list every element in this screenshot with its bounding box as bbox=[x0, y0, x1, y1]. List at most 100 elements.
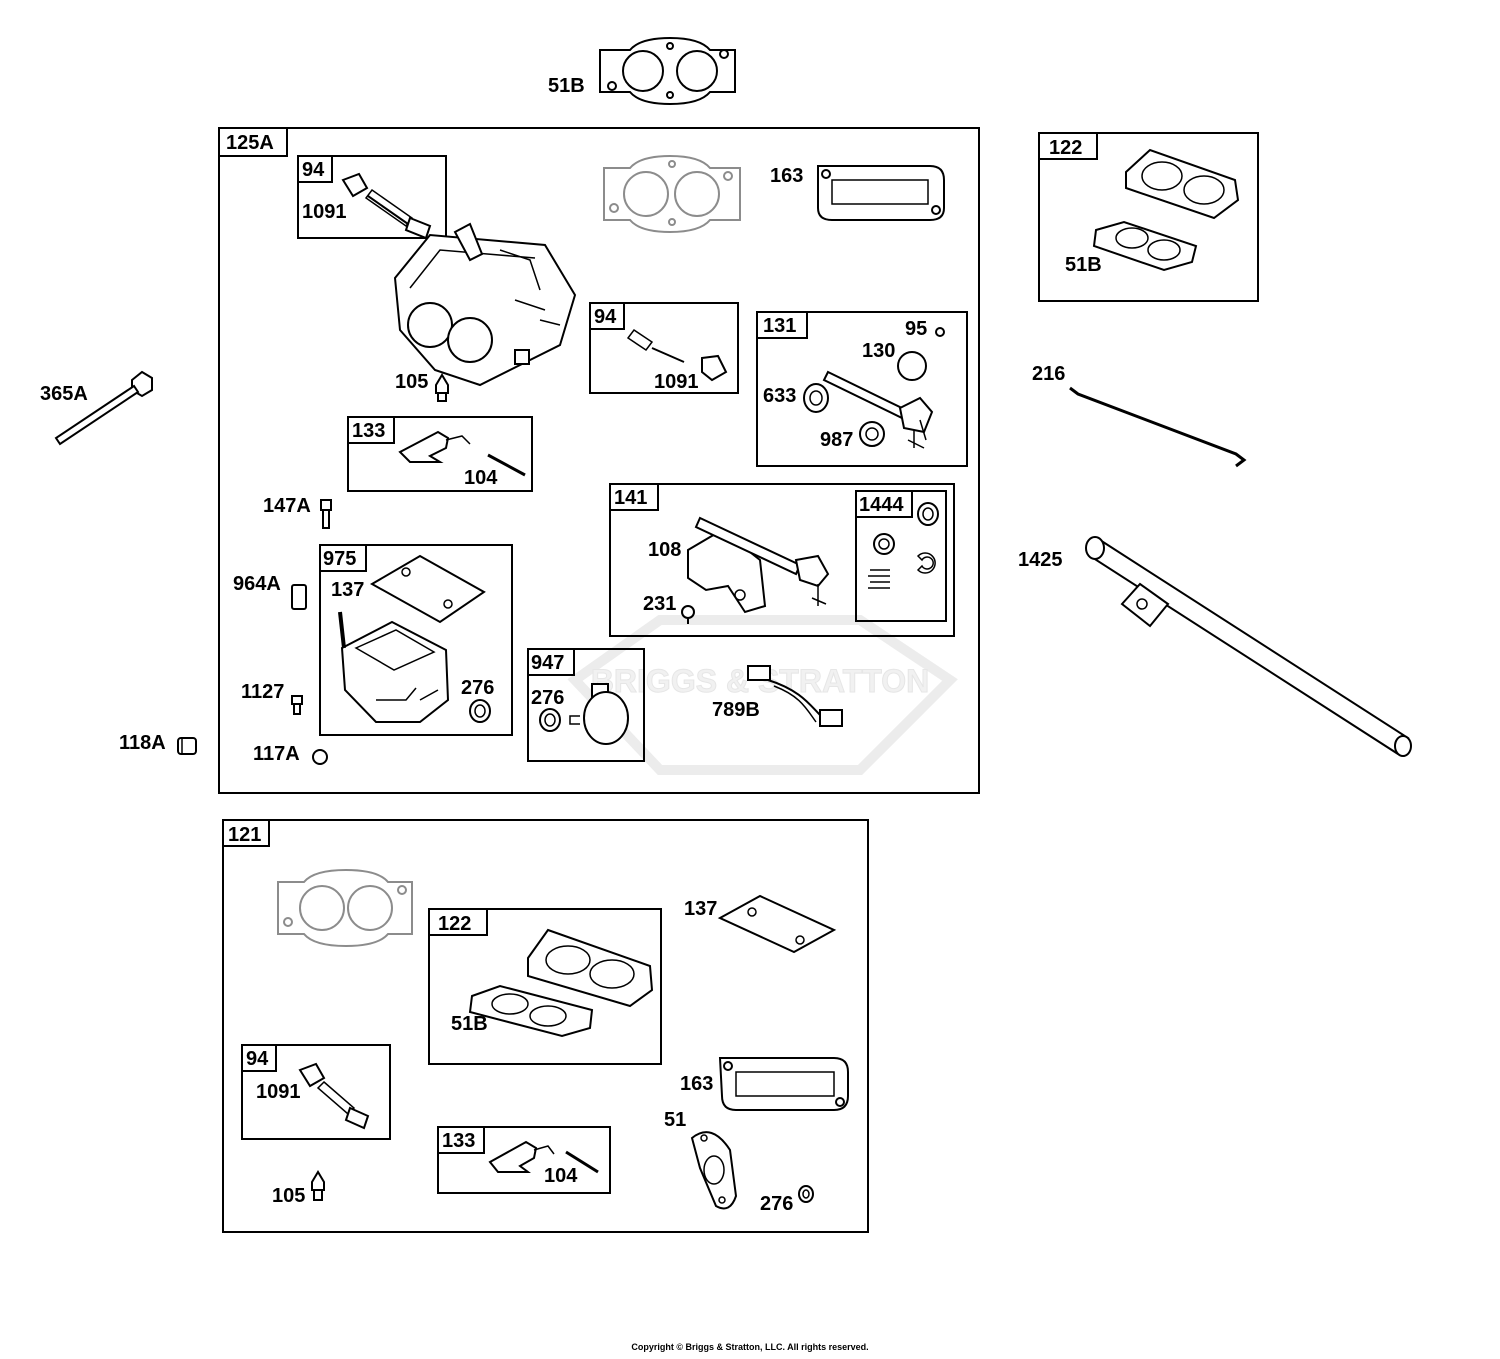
label-51b-top: 51B bbox=[548, 75, 585, 97]
group-131-tab bbox=[756, 311, 808, 339]
label-633: 633 bbox=[763, 385, 796, 407]
throttle-shaft-131[interactable] bbox=[822, 370, 934, 449]
gasket-faint-125a bbox=[603, 154, 741, 234]
group-1444-tab bbox=[855, 490, 913, 518]
label-1091-b: 1091 bbox=[654, 371, 699, 393]
group-133a-tab bbox=[347, 416, 395, 444]
gasket-137-a[interactable] bbox=[369, 554, 486, 624]
label-108: 108 bbox=[648, 539, 681, 561]
jet-147a[interactable] bbox=[320, 499, 332, 529]
throttle-plate-130[interactable] bbox=[897, 351, 927, 381]
fitting-118a[interactable] bbox=[177, 737, 197, 755]
mixture-screw-94b[interactable] bbox=[626, 328, 728, 382]
carburetor-body[interactable] bbox=[393, 222, 577, 387]
group-94c-frame bbox=[241, 1044, 391, 1140]
label-276-c: 276 bbox=[760, 1193, 793, 1215]
group-133a-label: 133 bbox=[352, 420, 385, 442]
group-94a-label: 94 bbox=[302, 159, 325, 181]
gasket-51b-122a[interactable] bbox=[1092, 220, 1198, 272]
gasket-163-a[interactable] bbox=[817, 165, 945, 221]
seal-633[interactable] bbox=[803, 383, 829, 413]
mixture-screw-94a[interactable] bbox=[341, 172, 432, 240]
gasket-163-b[interactable] bbox=[718, 1057, 849, 1111]
label-216: 216 bbox=[1032, 363, 1065, 385]
label-95: 95 bbox=[905, 318, 927, 340]
label-276-a: 276 bbox=[461, 677, 494, 699]
gasket-51[interactable] bbox=[690, 1131, 738, 1210]
screw-95[interactable] bbox=[935, 327, 945, 337]
group-122a-tab bbox=[1038, 132, 1098, 160]
label-1127: 1127 bbox=[241, 681, 284, 703]
gasket-276-a[interactable] bbox=[469, 699, 491, 723]
label-117a: 117A bbox=[253, 743, 300, 765]
float-133b[interactable] bbox=[488, 1140, 555, 1173]
group-94a-frame bbox=[297, 155, 447, 239]
group-947-label: 947 bbox=[531, 652, 564, 674]
group-141-frame bbox=[609, 483, 955, 637]
label-365a: 365A bbox=[40, 383, 88, 405]
group-125a-frame bbox=[218, 127, 980, 794]
label-51b-122b: 51B bbox=[451, 1013, 488, 1035]
screw-1127[interactable] bbox=[291, 695, 303, 715]
group-94b-label: 94 bbox=[594, 306, 617, 328]
gasket-137-b[interactable] bbox=[717, 894, 837, 954]
label-104-b: 104 bbox=[544, 1165, 578, 1187]
label-51b-122a: 51B bbox=[1065, 254, 1102, 276]
float-bowl-975[interactable] bbox=[338, 611, 450, 723]
gasket-51b-top[interactable] bbox=[599, 36, 736, 106]
plug-964a[interactable] bbox=[291, 584, 307, 610]
wire-harness-789b[interactable] bbox=[747, 665, 843, 727]
tube-1425[interactable] bbox=[1085, 536, 1412, 757]
label-130: 130 bbox=[862, 340, 895, 362]
pin-104-b[interactable] bbox=[565, 1150, 599, 1174]
gasket-276-c[interactable] bbox=[798, 1185, 814, 1203]
watermark-logo: BRIGGS & STRATTON bbox=[567, 615, 958, 775]
group-94b-tab bbox=[589, 302, 625, 330]
mixture-screw-94c[interactable] bbox=[298, 1062, 370, 1130]
group-122b-tab bbox=[428, 908, 488, 936]
adapter-122a[interactable] bbox=[1125, 148, 1240, 220]
link-216[interactable] bbox=[1069, 386, 1247, 468]
group-122b-frame bbox=[428, 908, 662, 1065]
copyright-notice: Copyright © Briggs & Stratton, LLC. All … bbox=[631, 1342, 869, 1352]
label-163-a: 163 bbox=[770, 165, 803, 187]
needle-105-a[interactable] bbox=[435, 373, 449, 402]
label-147a: 147A bbox=[263, 495, 311, 517]
label-276-b: 276 bbox=[531, 687, 564, 709]
choke-shaft-108[interactable] bbox=[694, 516, 830, 606]
group-133b-tab bbox=[437, 1126, 485, 1154]
group-122b-label: 122 bbox=[438, 913, 471, 935]
gasket-51b-122b[interactable] bbox=[468, 984, 594, 1038]
label-118a: 118A bbox=[119, 732, 166, 754]
bolt-365a[interactable] bbox=[54, 370, 153, 446]
group-121-label: 121 bbox=[228, 824, 261, 846]
label-105-a: 105 bbox=[395, 371, 428, 393]
group-133b-frame bbox=[437, 1126, 611, 1194]
solenoid-947[interactable] bbox=[569, 683, 629, 745]
group-94a-tab bbox=[297, 155, 333, 183]
float-133a[interactable] bbox=[398, 430, 471, 463]
group-94b-frame bbox=[589, 302, 739, 394]
needle-105-b[interactable] bbox=[311, 1170, 325, 1201]
label-104-a: 104 bbox=[464, 467, 498, 489]
jet-117a[interactable] bbox=[312, 749, 328, 765]
group-975-tab bbox=[319, 544, 367, 572]
label-105-b: 105 bbox=[272, 1185, 305, 1207]
group-975-label: 975 bbox=[323, 548, 356, 570]
label-987: 987 bbox=[820, 429, 853, 451]
label-1091-c: 1091 bbox=[256, 1081, 301, 1103]
group-122a-frame bbox=[1038, 132, 1259, 302]
label-964a: 964A bbox=[233, 573, 281, 595]
group-94c-label: 94 bbox=[246, 1048, 269, 1070]
seal-987[interactable] bbox=[859, 421, 885, 447]
group-133a-frame bbox=[347, 416, 533, 492]
pin-104-a[interactable] bbox=[487, 453, 526, 477]
adapter-122b[interactable] bbox=[527, 928, 654, 1008]
group-121-frame bbox=[222, 819, 869, 1233]
group-947-frame bbox=[527, 648, 645, 762]
label-163-b: 163 bbox=[680, 1073, 713, 1095]
label-51: 51 bbox=[664, 1109, 686, 1131]
washer-276-b[interactable] bbox=[539, 708, 561, 732]
screw-231[interactable] bbox=[681, 605, 695, 624]
kit-1444-parts[interactable] bbox=[868, 502, 939, 589]
